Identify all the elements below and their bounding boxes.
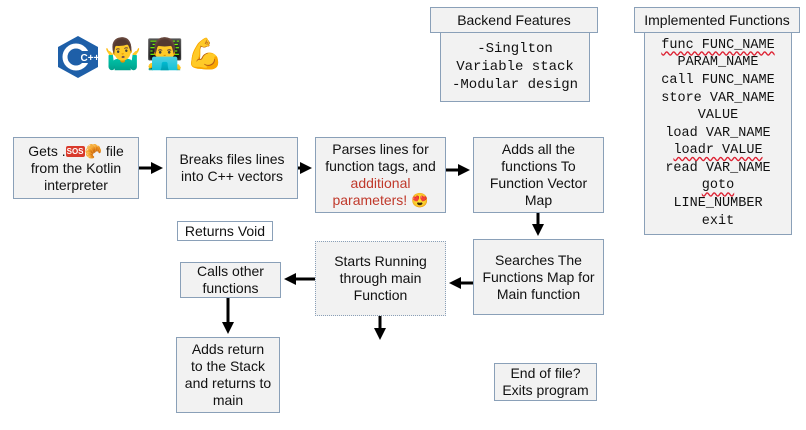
calls-functions-box: Calls other functions: [180, 262, 281, 298]
backend-item: Variable stack: [456, 59, 574, 75]
implemented-functions-title: Implemented Functions: [634, 7, 800, 33]
function-item: load VAR_NAME: [665, 125, 771, 141]
function-item: read VAR_NAME: [665, 160, 771, 176]
function-item: PARAM_NAME: [677, 55, 759, 71]
function-item: VALUE: [697, 108, 739, 124]
returns-void-label: Returns Void: [177, 221, 273, 241]
gets-file-box: Gets .SOS🥐 file from the Kotlin interpre…: [13, 137, 139, 199]
flexed-biceps-emoji-icon: 💪: [186, 38, 224, 71]
parses-lines-box: Parses lines for function tags, and addi…: [315, 137, 446, 213]
adds-functions-box: Adds all the functions To Function Vecto…: [473, 137, 604, 213]
shrug-emoji-icon: 🤷‍♂️: [104, 38, 142, 71]
function-item: store VAR_NAME: [661, 90, 775, 106]
function-item: goto: [701, 178, 735, 194]
backend-item: -Modular design: [451, 77, 579, 93]
end-of-file-box: End of file? Exits program: [494, 363, 597, 401]
searches-map-box: Searches The Functions Map for Main func…: [473, 239, 604, 315]
breaks-lines-box: Breaks files lines into C++ vectors: [166, 137, 298, 199]
cpp-logo-text: C++: [81, 53, 100, 64]
function-item: loadr VALUE: [673, 143, 763, 159]
backend-features-title: Backend Features: [430, 7, 598, 33]
backend-features-list: -Singlton Variable stack -Modular design: [440, 32, 590, 102]
starts-running-box: Starts Running through main Function: [315, 241, 446, 316]
function-item: LINE_NUMBER: [673, 196, 763, 212]
technologist-emoji-icon: 👨‍💻: [146, 38, 184, 71]
function-item: func FUNC_NAME: [661, 37, 775, 53]
sos-icon: SOS: [65, 146, 85, 158]
adds-return-box: Adds return to the Stack and returns to …: [176, 337, 280, 413]
function-item: call FUNC_NAME: [661, 72, 775, 88]
function-item: exit: [701, 213, 735, 229]
backend-item: -Singlton: [477, 41, 553, 57]
implemented-functions-list: func FUNC_NAME PARAM_NAME call FUNC_NAME…: [644, 32, 792, 235]
cpp-logo-icon: C++: [58, 36, 100, 78]
